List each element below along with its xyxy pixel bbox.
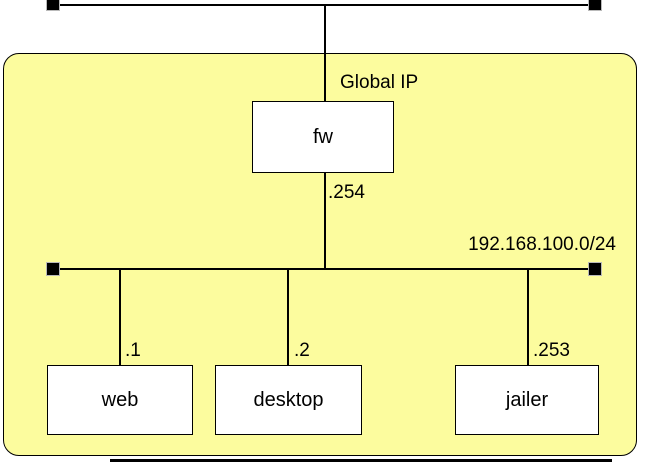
jailer-ip-label: .253 <box>533 340 570 361</box>
web-node-label: web <box>101 388 139 411</box>
internet-bus-endpoint-left <box>47 0 59 10</box>
desktop-node: desktop <box>215 365 362 435</box>
lan-bus-endpoint-left <box>47 263 59 275</box>
fw-lan-connector-line <box>324 172 326 269</box>
web-node: web <box>47 365 193 435</box>
jailer-connector-line <box>527 269 529 365</box>
uplink-connector-line <box>324 5 326 102</box>
jailer-node-label: jailer <box>505 388 549 411</box>
subnet-label: 192.168.100.0/24 <box>468 234 616 255</box>
lan-bus-endpoint-right <box>589 263 601 275</box>
fw-ip-label: .254 <box>328 182 365 203</box>
global-ip-label: Global IP <box>340 72 419 93</box>
web-connector-line <box>119 269 121 365</box>
internet-bus-endpoint-right <box>589 0 601 10</box>
desktop-node-label: desktop <box>253 388 324 411</box>
web-ip-label: .1 <box>125 340 141 361</box>
jailer-node: jailer <box>455 365 599 435</box>
desktop-ip-label: .2 <box>294 340 310 361</box>
lan-bus-line <box>53 268 595 270</box>
fw-node-label: fw <box>313 125 333 148</box>
fw-node: fw <box>252 101 394 173</box>
lower-bus-line <box>110 459 612 462</box>
desktop-connector-line <box>287 269 289 365</box>
